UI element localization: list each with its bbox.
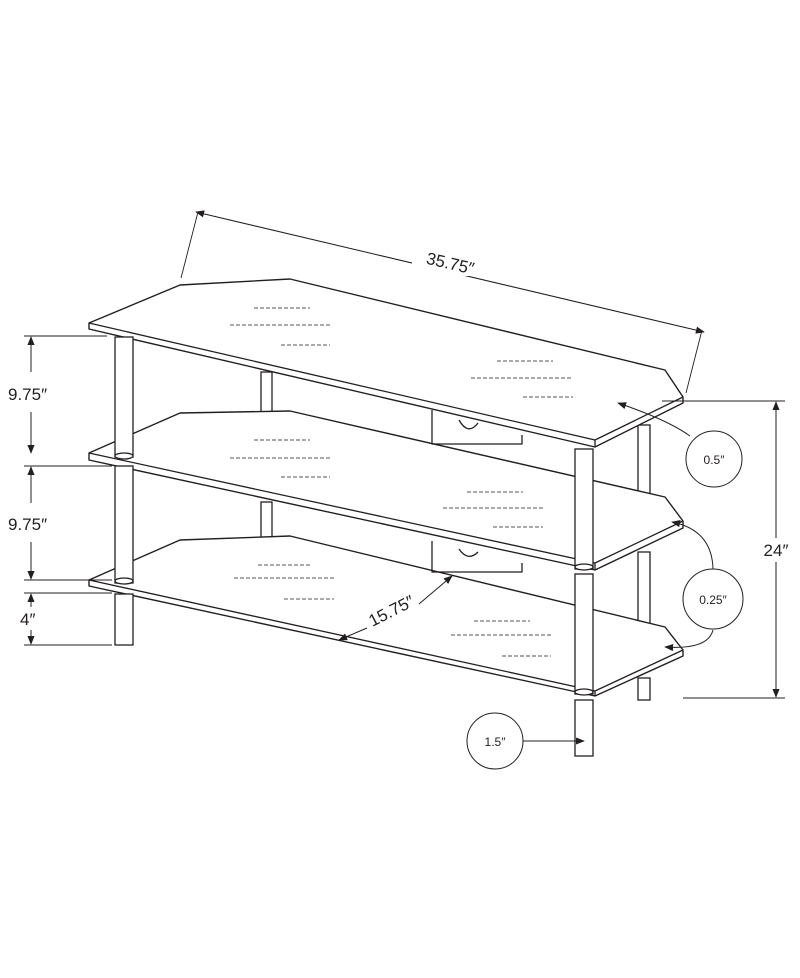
top-shelf-gap-label: 9.75″ [8,385,47,404]
shelf-thickness-callout: 0.25″ [664,520,744,652]
front-right-foot [574,699,594,757]
bottom-shelf [88,535,684,697]
front-legs [114,336,594,757]
front-left-upper-leg [114,336,134,458]
leg-diameter-callout: 1.5″ [466,712,585,770]
back-right-foot [637,677,651,701]
height-label: 24″ [764,541,789,560]
front-left-lower-leg [114,465,134,584]
middle-shelf [88,410,684,571]
front-left-foot [114,593,134,646]
leg-height-label: 4″ [20,610,35,629]
glass-thickness-label: 0.5″ [704,453,726,467]
height-dimension: 24″ [662,400,793,699]
middle-shelf-gap-label: 9.75″ [8,515,47,534]
width-dimension: 35.75″ [180,210,705,394]
front-right-lower-leg [574,573,594,695]
shelf-thickness-label: 0.25″ [699,593,727,607]
front-right-upper-leg [574,448,594,570]
glass-thickness-callout: 0.5″ [617,402,743,488]
shelf-spacing-dimensions: 9.75″ 9.75″ 4″ [8,335,112,646]
leg-diameter-label: 1.5″ [485,735,507,749]
